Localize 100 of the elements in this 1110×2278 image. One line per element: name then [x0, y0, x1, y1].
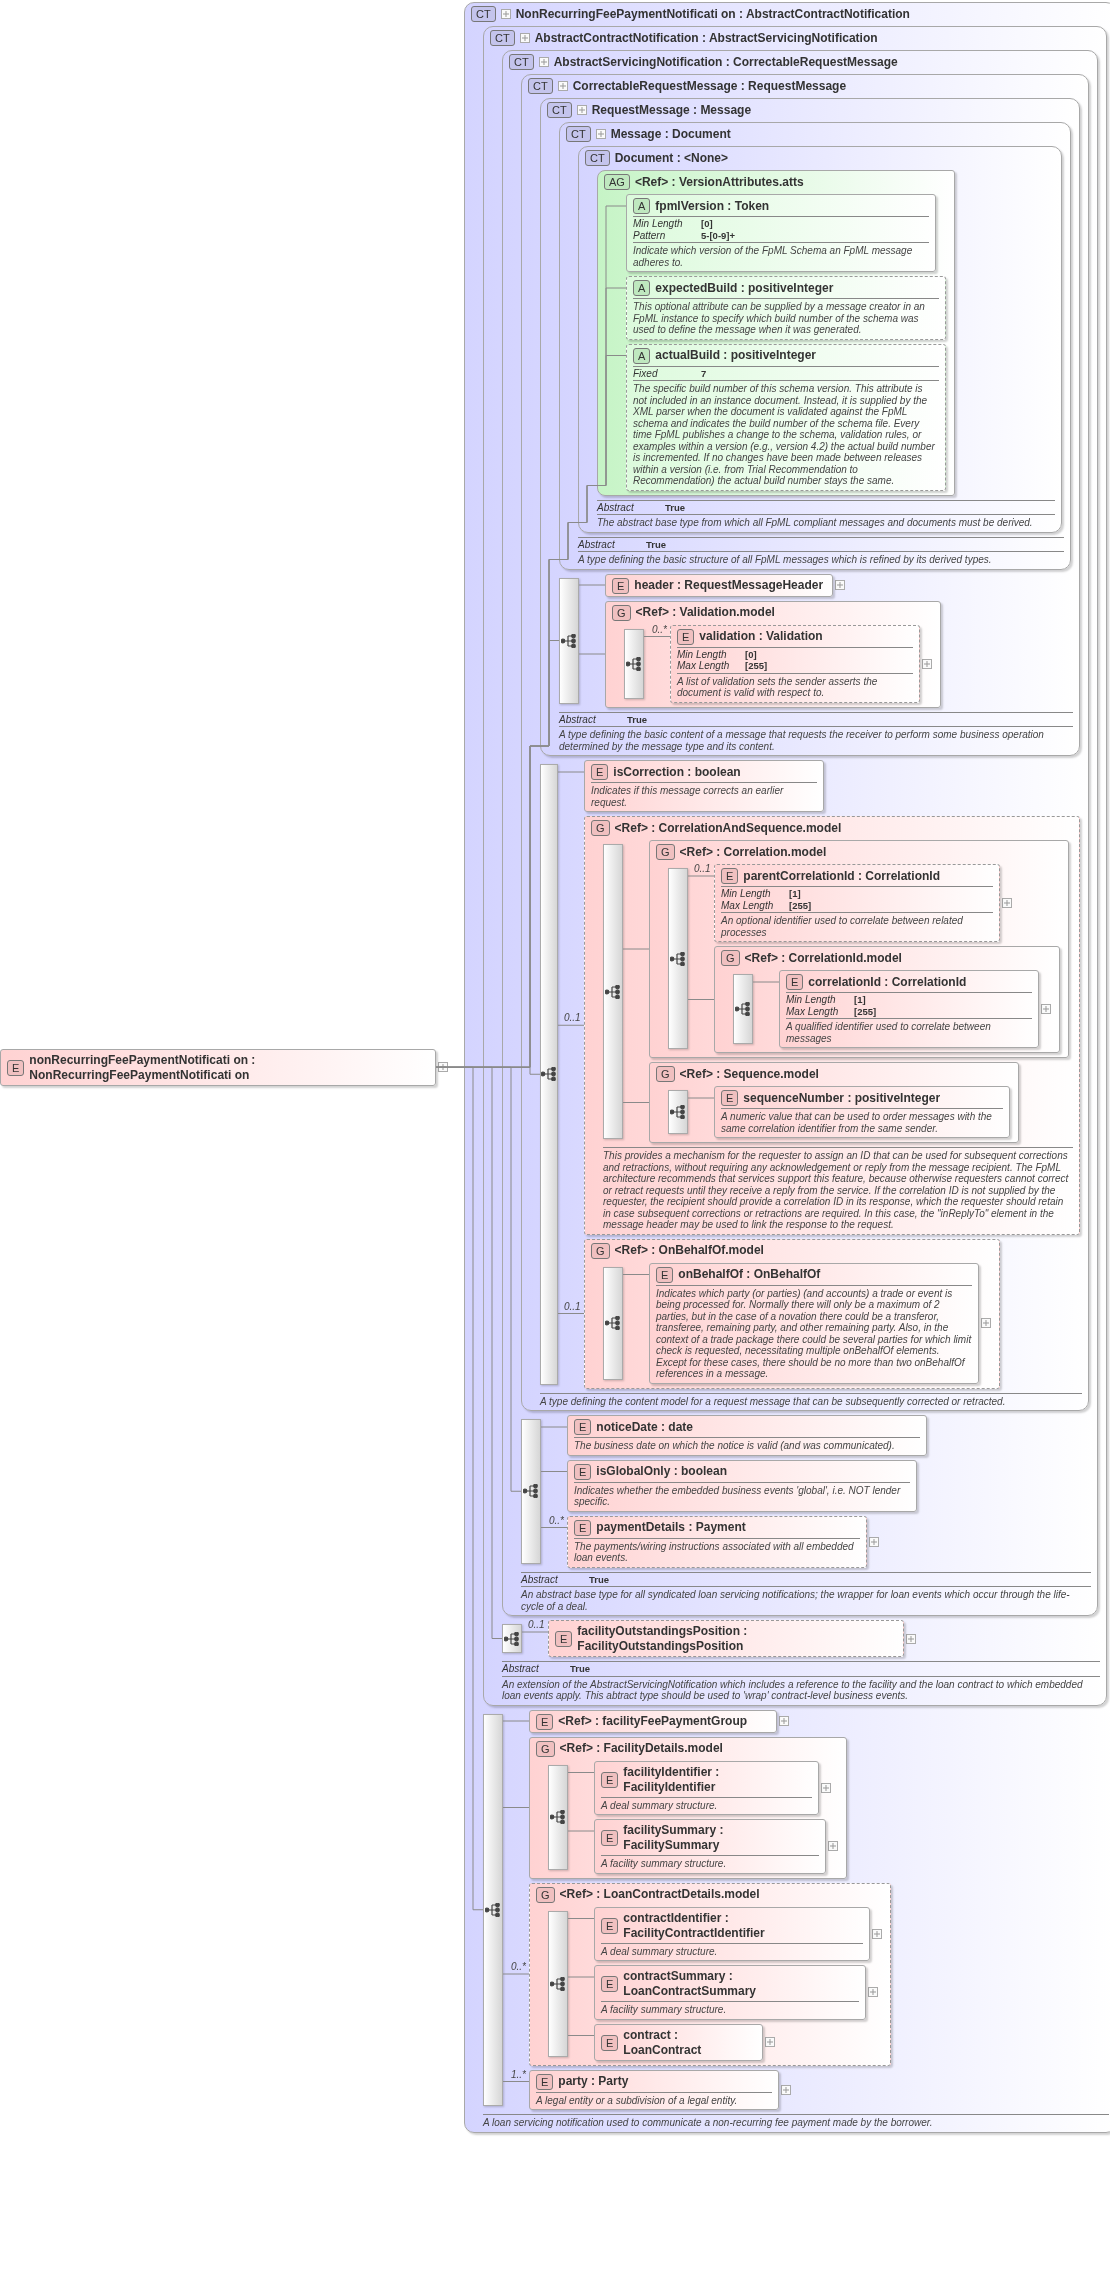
element-box [779, 970, 1039, 1048]
description-text: A facility summary structure. [601, 2001, 859, 2019]
element-box [548, 1620, 904, 1657]
description-text: A list of validation sets the sender asserts the document is valid with respect to. [677, 672, 913, 702]
connector-line [687, 999, 715, 1000]
connector-line [557, 1313, 585, 1314]
description-text: A type defining the basic structure of all FpML messages which is refined by its derived types. [578, 551, 1064, 569]
type-badge: E [574, 1463, 592, 1480]
type-heading: <Ref> : LoanContractDetails.model [559, 1887, 760, 1902]
property-label: Max Length [721, 899, 775, 911]
connector-line [567, 2035, 595, 2036]
type-heading: <Ref> : VersionAttributes.atts [634, 174, 804, 190]
compositor-bar [548, 1910, 568, 2057]
type-heading: AbstractContractNotification : AbstractServicingNotification [534, 30, 878, 46]
description-text: The abstract base type from which all FpML compliant messages and documents must be derived. [597, 514, 1055, 532]
type-heading: expectedBuild : positiveInteger [655, 280, 834, 296]
description-text: A loan servicing notification used to communicate a non-recurring fee payment made by the borrower. [483, 2114, 1109, 2132]
element-box [0, 1048, 436, 1086]
type-badge: E [536, 2073, 554, 2090]
property-label: Min Length [633, 218, 684, 230]
property-label: Abstract [597, 501, 635, 513]
description-text: An abstract base type for all syndicated loan servicing notifications; the wrapper for loan events which occur through the life-cycle of a deal. [521, 1586, 1091, 1615]
connector-line [557, 771, 585, 773]
connector-line [687, 1097, 715, 1099]
type-badge: CT [585, 150, 610, 166]
type-heading: <Ref> : Sequence.model [679, 1066, 819, 1082]
type-heading: correlationId : CorrelationId [808, 974, 967, 990]
type-badge: G [721, 950, 740, 966]
type-badge: E [786, 974, 804, 990]
element-box [714, 1086, 1010, 1138]
type-badge: E [574, 1419, 592, 1435]
description-text: An extension of the AbstractServicingNotification which includes a reference to the facility and the loan contract to which embedded loan events apply. This abtract type should be used to 'wrap' contract-level business events. [502, 1675, 1100, 1705]
group-box [605, 600, 941, 708]
element-box [605, 573, 833, 597]
type-badge: E [591, 764, 609, 780]
type-heading: contractIdentifier : FacilityContractIdentifier [623, 1910, 766, 1941]
type-heading: <Ref> : CorrelationId.model [744, 950, 902, 966]
element-box [529, 1709, 777, 1733]
type-heading: contractSummary : LoanContractSummary [623, 1969, 758, 1999]
connector-line [502, 1807, 530, 1808]
type-badge: E [656, 1266, 674, 1283]
property-value: True [665, 501, 686, 513]
property-value: 7 [701, 367, 707, 379]
connector-line [578, 584, 606, 586]
type-badge: E [555, 1631, 573, 1647]
compositor-bar [521, 1419, 541, 1564]
property-value: [0] [745, 648, 757, 660]
connector-line [567, 1976, 595, 1978]
element-box [670, 624, 920, 703]
type-heading: parentCorrelationId : CorrelationId [743, 868, 941, 884]
description-text: A deal summary structure. [601, 1942, 863, 1960]
type-badge: E [601, 1976, 619, 1992]
cardinality-label: 0..1 [564, 1012, 581, 1024]
connector-line [557, 1024, 585, 1026]
type-badge: CT [547, 102, 572, 118]
type-badge: E [536, 1713, 554, 1730]
property-value: [1] [789, 888, 801, 900]
connector-line [502, 1973, 530, 1975]
connector-line [622, 948, 650, 950]
element-box [594, 2023, 763, 2061]
property-label: Abstract [521, 1573, 559, 1585]
connector-line [567, 1918, 595, 1919]
connector-line [578, 653, 606, 655]
cardinality-label: 0..* [549, 1514, 564, 1526]
property-value: True [570, 1663, 591, 1675]
property-label: Max Length [677, 660, 731, 672]
description-text: A qualified identifier used to correlate between messages [786, 1018, 1032, 1047]
group-box [584, 1238, 1000, 1389]
type-badge: E [612, 577, 630, 594]
type-badge: E [601, 1917, 619, 1934]
type-heading: <Ref> : OnBehalfOf.model [614, 1243, 764, 1258]
type-heading: NonRecurringFeePaymentNotificati on : AbstractContractNotification [515, 6, 910, 22]
group-box [649, 1062, 1019, 1143]
description-text: Indicates whether the embedded business events 'global', i.e. NOT lender specific. [574, 1481, 910, 1511]
type-badge: A [633, 280, 651, 296]
description-text: A type defining the basic content of a message that requests the receiver to perform some business operation determined by the message type and its content. [559, 726, 1073, 755]
type-heading: Document : <None> [614, 150, 729, 166]
complex-type-box [578, 146, 1062, 533]
element-box [594, 1760, 819, 1815]
type-heading: fpmlVersion : Token [655, 198, 770, 214]
type-heading: CorrectableRequestMessage : RequestMessage [572, 78, 847, 94]
group-box [529, 1736, 847, 1879]
type-heading: facilityIdentifier : FacilityIdentifier [623, 1764, 721, 1795]
connector-line [622, 1102, 650, 1103]
description-text: A type defining the content model for a request message that can be subsequently corrected or retracted. [540, 1392, 1082, 1410]
description-text: The payments/wiring instructions associated with all embedded loan events. [574, 1537, 860, 1567]
description-text: This optional attribute can be supplied by a message creator in an FpML instance to specify which build number of the schema was used to define the message when it was generated. [633, 298, 939, 339]
compositor-bar [603, 1266, 623, 1380]
property-label: Min Length [786, 994, 837, 1006]
cardinality-label: 0..* [511, 1961, 526, 1972]
description-text: Indicate which version of the FpML Schema an FpML message adheres to. [633, 242, 929, 271]
description-text: An optional identifier used to correlate between related processes [721, 912, 993, 941]
compositor-bar [559, 577, 579, 704]
connector-line [540, 1426, 568, 1428]
element-box [714, 864, 1000, 942]
type-heading: onBehalfOf : OnBehalfOf [678, 1267, 821, 1282]
cardinality-label: 0..* [652, 623, 667, 635]
property-label: Fixed [633, 367, 659, 379]
property-label: Min Length [721, 888, 772, 900]
type-heading: contract : LoanContract [623, 2027, 703, 2058]
